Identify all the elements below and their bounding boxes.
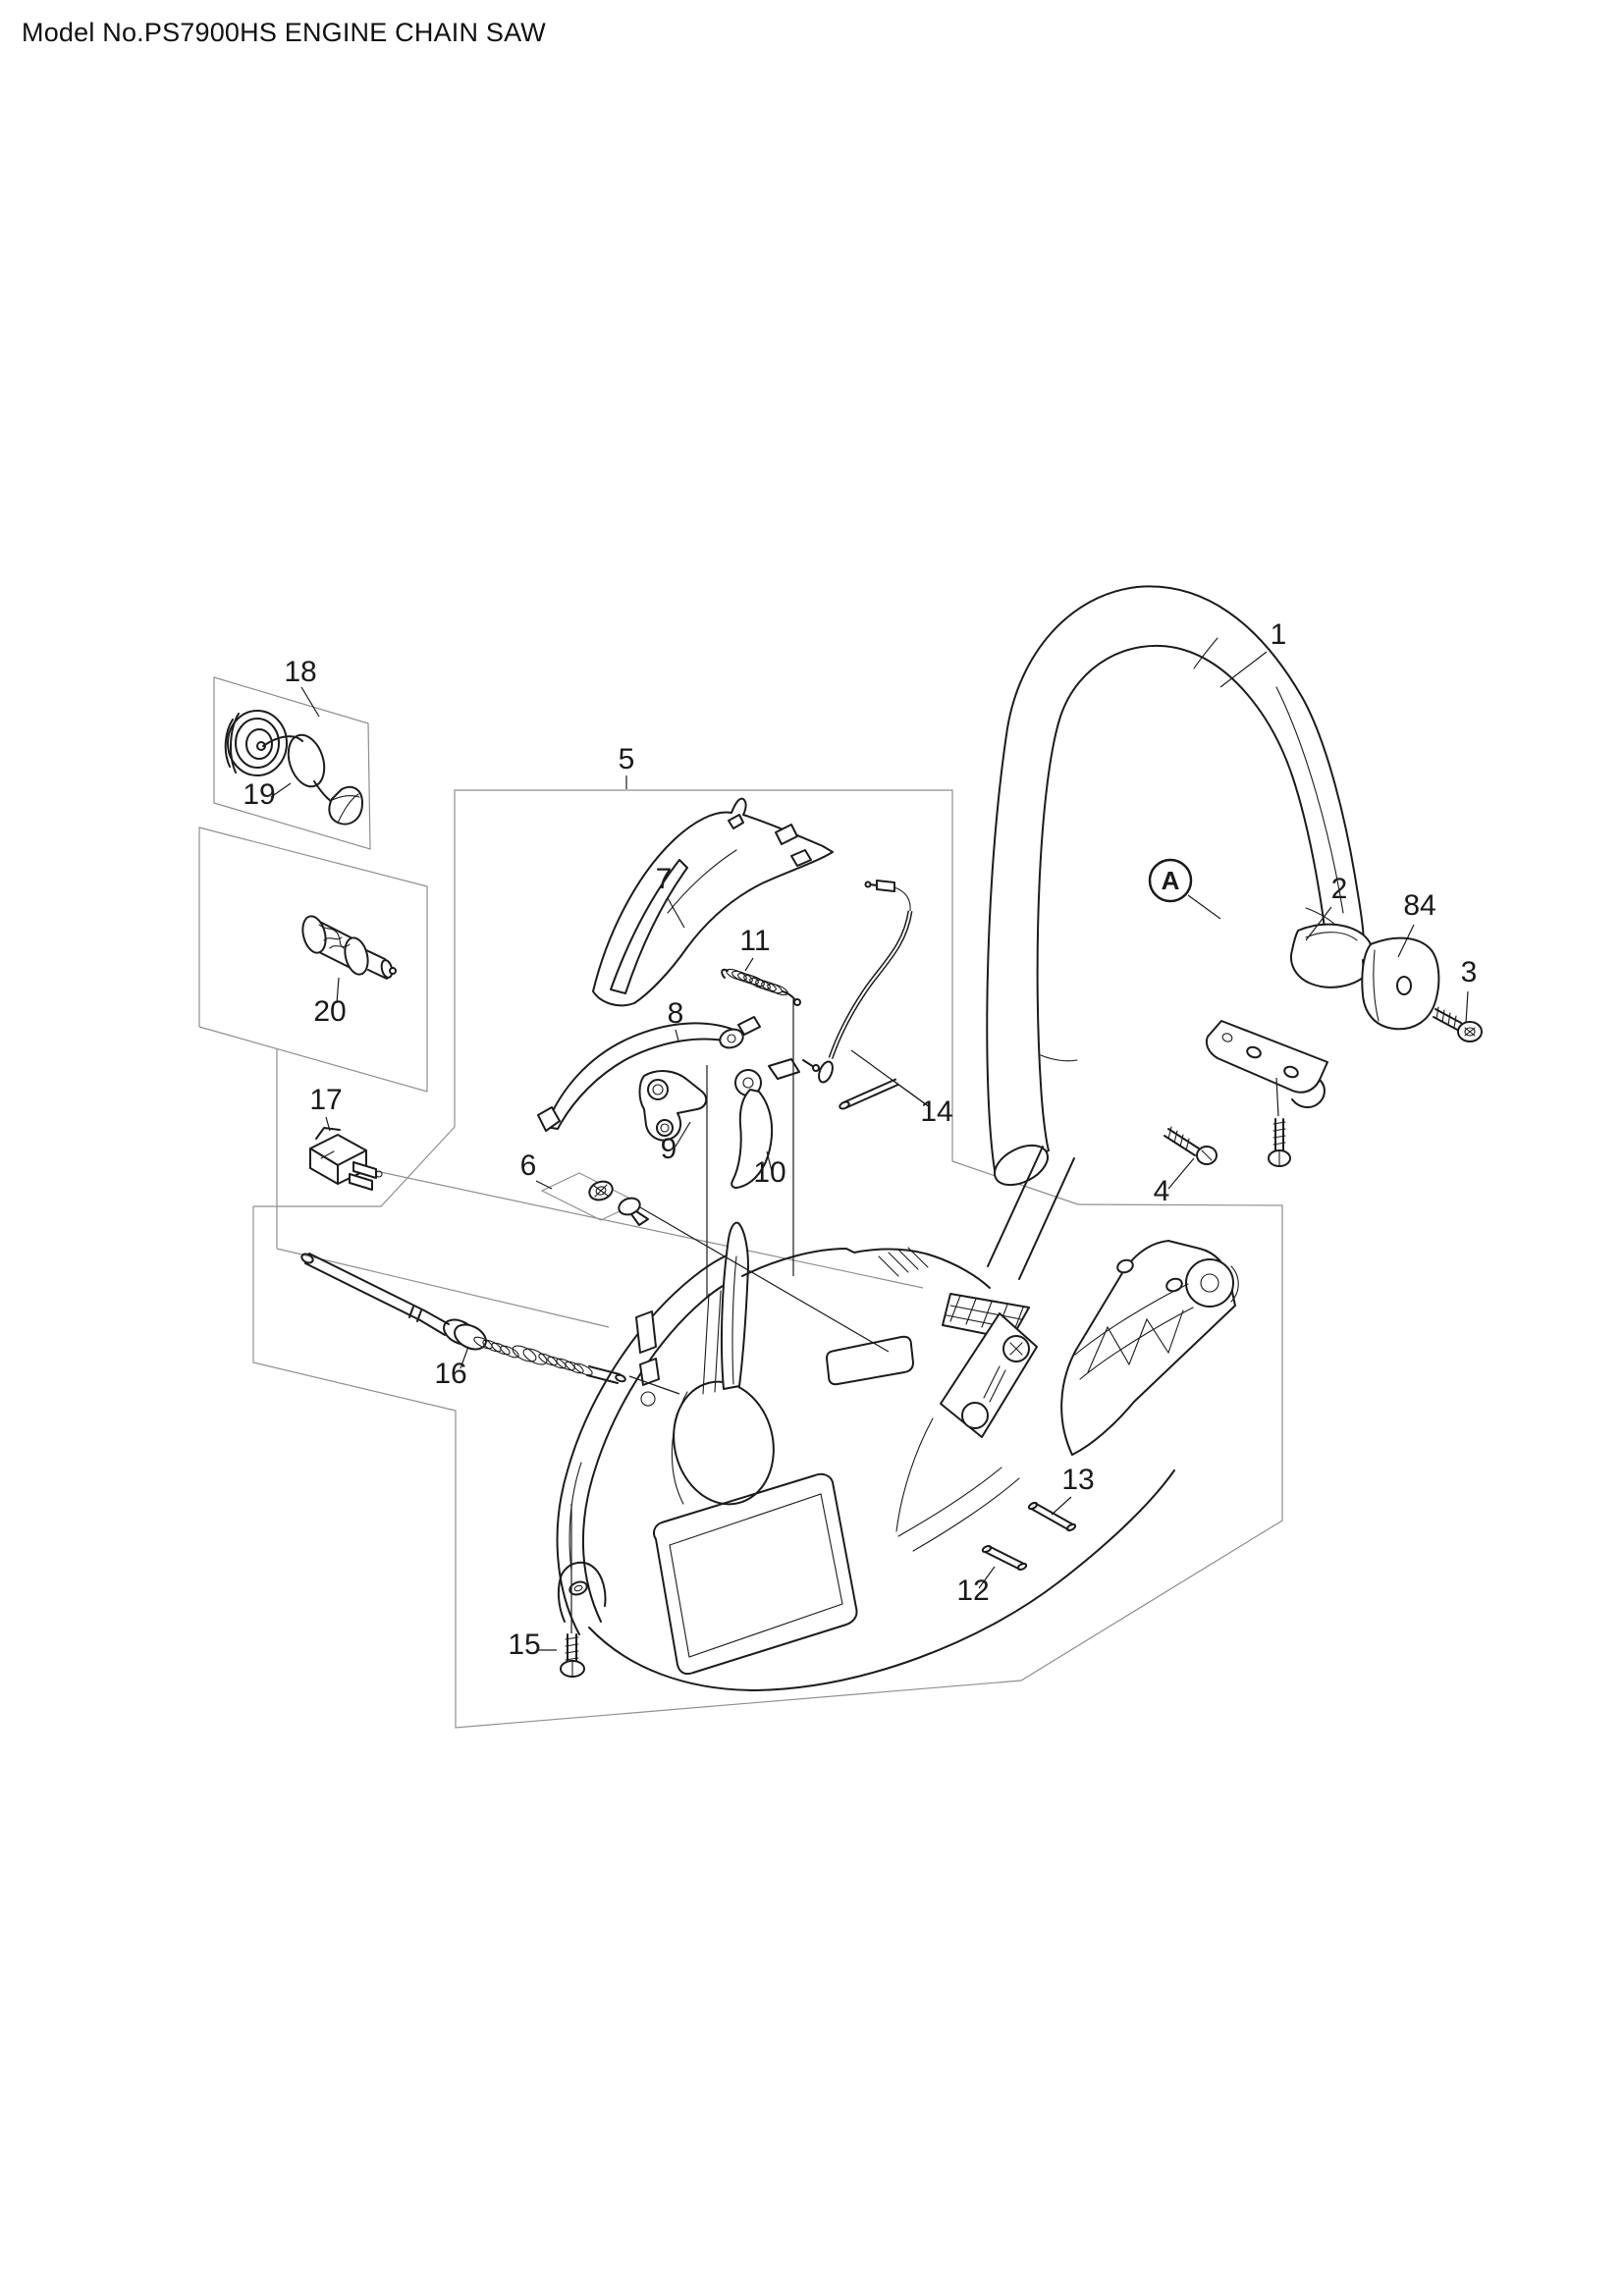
callout-4: 4 (1154, 1175, 1170, 1207)
view-marker-label: A (1162, 866, 1180, 895)
callout-84: 84 (1403, 889, 1435, 922)
callout-16: 16 (434, 1358, 466, 1390)
callout-labels: 1 2 3 84 4 5 6 7 8 9 10 11 12 13 14 15 1… (243, 618, 1477, 1661)
leader-lines (270, 651, 1469, 1651)
stop-switch (309, 1127, 383, 1191)
screw-15 (560, 1633, 585, 1678)
callout-14: 14 (920, 1095, 952, 1128)
callout-7: 7 (656, 863, 673, 895)
callout-10: 10 (753, 1156, 785, 1189)
handlebar (986, 585, 1365, 1280)
screw-3 (1433, 1006, 1483, 1042)
callout-6: 6 (520, 1149, 537, 1182)
callout-20: 20 (313, 995, 346, 1028)
handle-cover-lower (537, 1016, 761, 1132)
callout-13: 13 (1061, 1464, 1094, 1496)
callout-5: 5 (619, 743, 635, 775)
screws-4 (1164, 1077, 1291, 1167)
starter-grip-assembly (224, 710, 363, 826)
grouping-boxes (198, 676, 1283, 1729)
callout-19: 19 (243, 778, 275, 811)
handle-cover-upper (592, 797, 834, 1007)
lockout-lever (638, 1070, 708, 1142)
rear-handle-housing (556, 1221, 1239, 1691)
pin-12 (981, 1544, 1028, 1572)
callout-8: 8 (668, 997, 684, 1030)
grommet-set (540, 1172, 649, 1226)
pin-13 (1027, 1501, 1077, 1532)
callout-3: 3 (1461, 956, 1478, 988)
clamp-cover (1361, 936, 1440, 1031)
throttle-cable (818, 880, 913, 1110)
callout-1: 1 (1271, 618, 1287, 651)
callout-18: 18 (284, 656, 316, 688)
throttle-rod (300, 1253, 626, 1384)
callout-17: 17 (309, 1084, 342, 1116)
view-marker-A: A (1148, 858, 1193, 903)
page-title: Model No.PS7900HS ENGINE CHAIN SAW (22, 18, 546, 47)
callout-15: 15 (508, 1629, 540, 1661)
callout-2: 2 (1331, 873, 1348, 905)
throttle-spring (721, 968, 801, 1006)
callout-12: 12 (956, 1575, 989, 1607)
throttle-trigger (731, 1058, 820, 1189)
callout-9: 9 (661, 1133, 677, 1165)
callout-11: 11 (739, 925, 770, 957)
fuel-filter (301, 915, 397, 980)
